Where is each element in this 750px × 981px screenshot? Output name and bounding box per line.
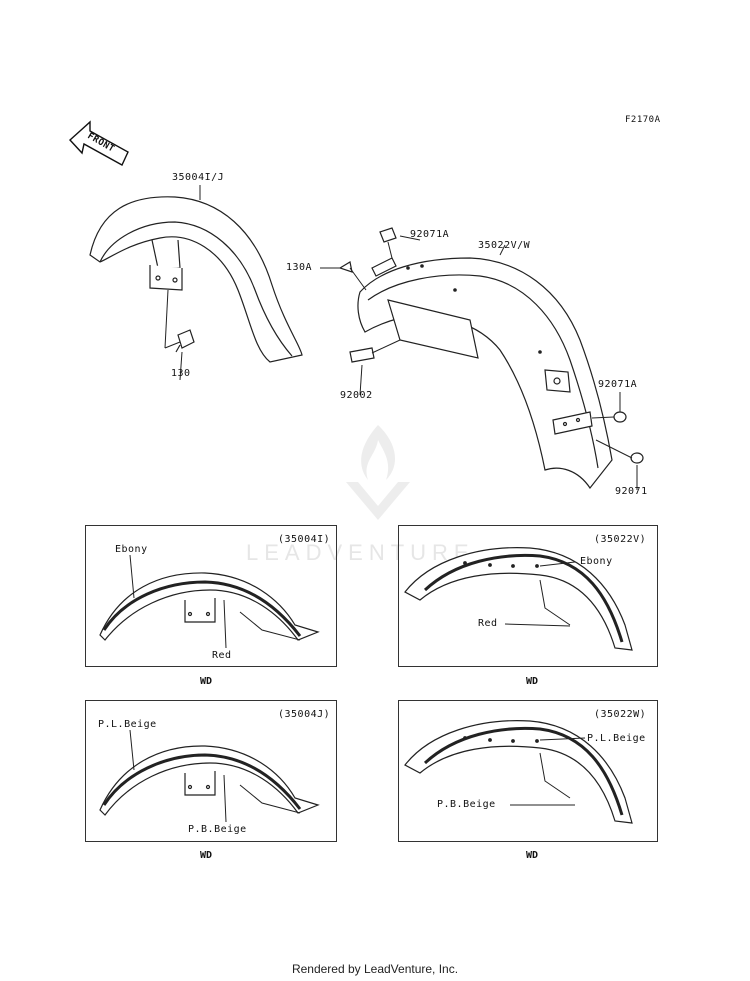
panel-3-callout-top: P.L.Beige <box>98 719 157 730</box>
panel-4-fender-drawing <box>404 720 633 824</box>
panel-2-fender-drawing <box>404 547 633 651</box>
panel-2-callout-top: Ebony <box>580 556 613 567</box>
color-panel-3 <box>85 700 337 842</box>
color-panel-4 <box>398 700 658 842</box>
panel-4-code: (35022W) <box>594 709 647 720</box>
panel-1-code: (35004I) <box>278 534 331 545</box>
panel-1-callout-top: Ebony <box>115 544 148 555</box>
front-fender-drawing <box>89 185 303 363</box>
panel-2-code: (35022V) <box>594 534 647 545</box>
color-panel-1 <box>85 525 337 667</box>
panel-2-footnote: WD <box>526 676 539 687</box>
panel-1-footnote: WD <box>200 676 213 687</box>
part-label-rear-lower-nut[interactable]: 92071 <box>615 486 648 497</box>
panel-4-footnote: WD <box>526 850 539 861</box>
panel-3-fender-drawing <box>99 729 320 823</box>
part-label-front-bolt[interactable]: 130 <box>171 368 191 379</box>
color-panel-2 <box>398 525 658 667</box>
panel-3-footnote: WD <box>200 850 213 861</box>
part-label-rear-top-nut[interactable]: 92071A <box>410 229 450 240</box>
diagram-code: F2170A <box>625 115 661 125</box>
part-label-rear-side-nut[interactable]: 92071A <box>598 379 638 390</box>
panel-4-callout-bottom: P.B.Beige <box>437 799 496 810</box>
panel-2-callout-bottom: Red <box>478 618 498 629</box>
part-label-front-fender[interactable]: 35004I/J <box>172 172 225 183</box>
panel-3-callout-bottom: P.B.Beige <box>188 824 247 835</box>
panel-4-callout-top: P.L.Beige <box>587 733 646 744</box>
panel-3-code: (35004J) <box>278 709 331 720</box>
footer-credit: Rendered by LeadVenture, Inc. <box>291 962 459 976</box>
panel-1-fender-drawing <box>99 554 320 649</box>
front-arrow-icon <box>69 120 129 166</box>
part-label-rear-bolt[interactable]: 92002 <box>340 390 373 401</box>
part-label-rear-bolt-a[interactable]: 130A <box>286 262 313 273</box>
rear-fender-drawing <box>338 227 644 490</box>
panel-1-callout-bottom: Red <box>212 650 232 661</box>
part-label-rear-fender[interactable]: 35022V/W <box>478 240 531 251</box>
